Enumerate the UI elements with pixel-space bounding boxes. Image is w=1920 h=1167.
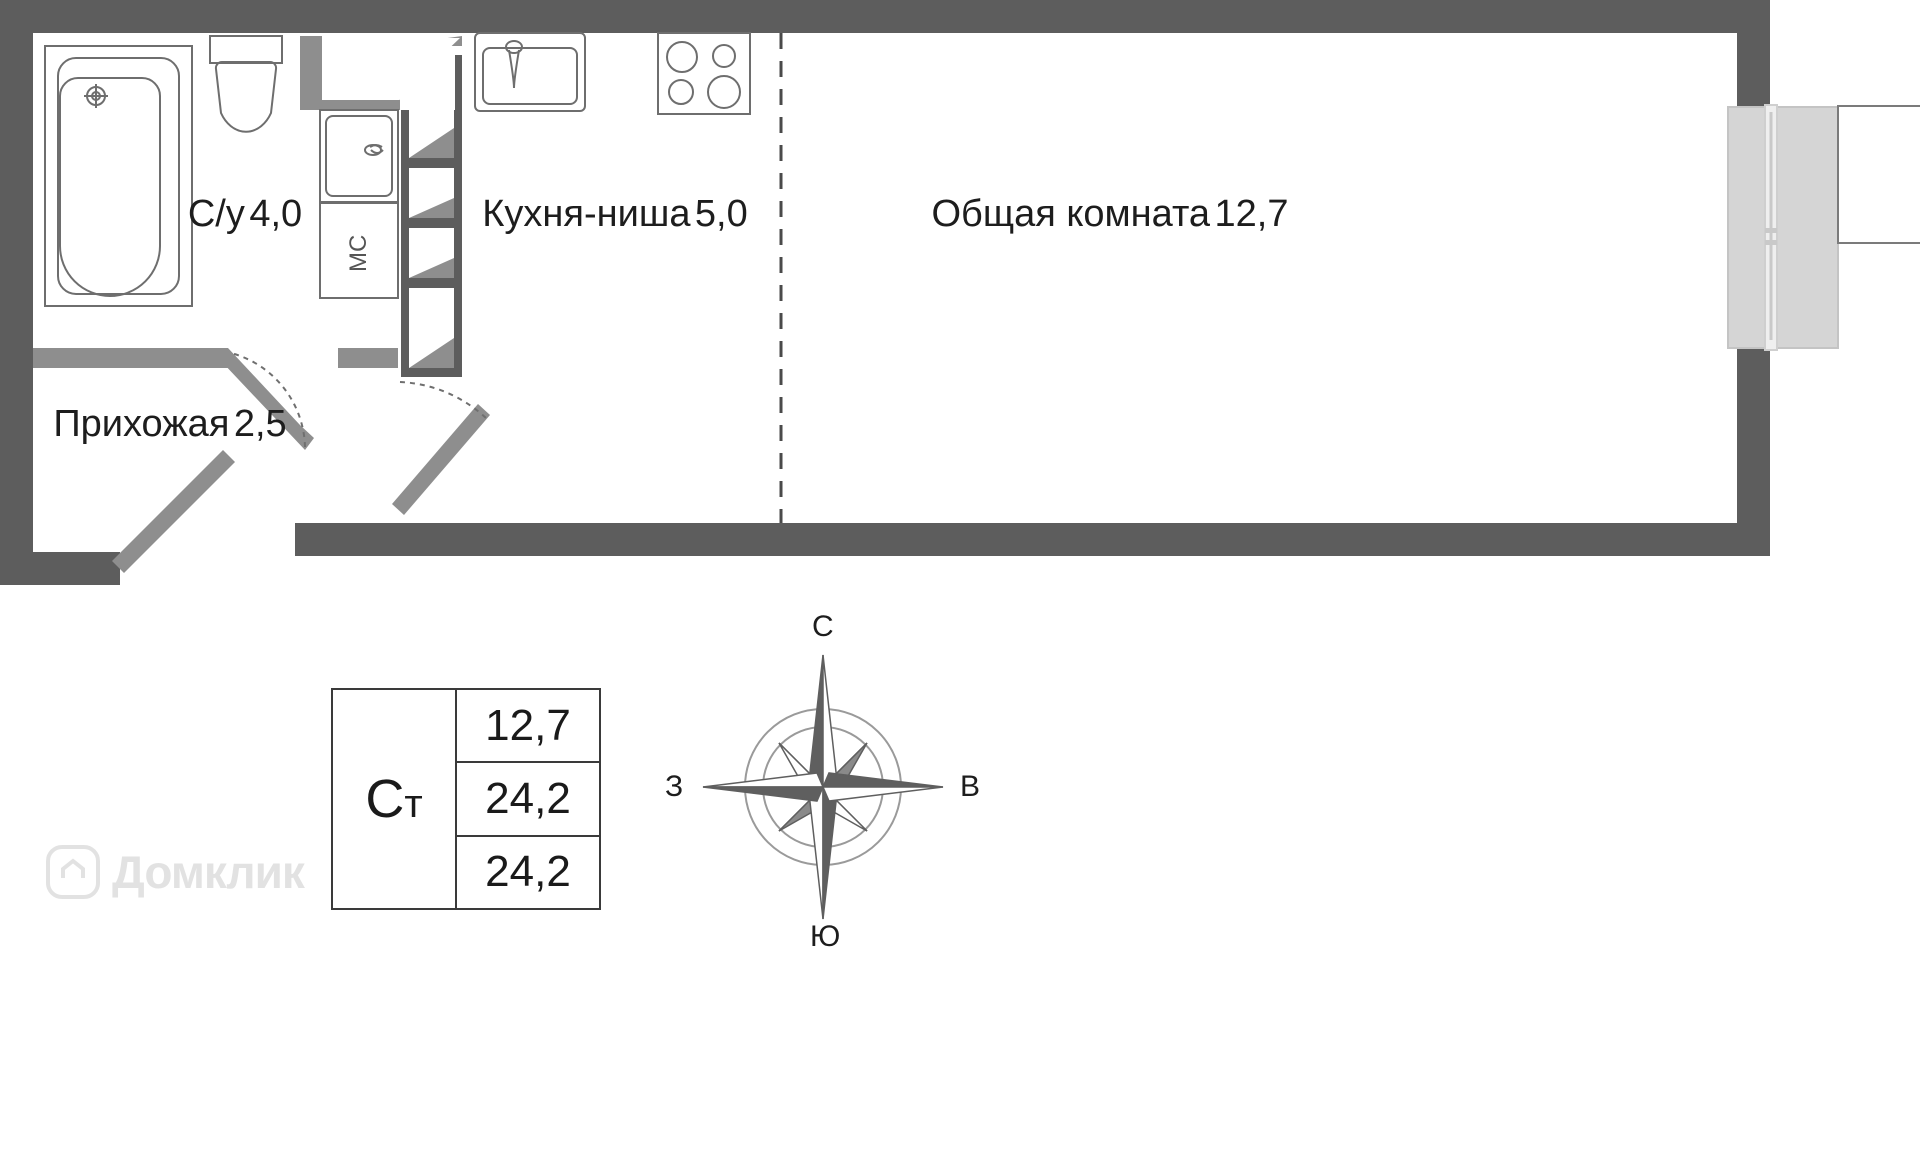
balcony-door-glazing: [1727, 104, 1839, 351]
room-name: С/у: [187, 193, 245, 235]
room-label-kitchen: Кухня-ниша 5,0: [455, 188, 775, 240]
interior-walls: [33, 348, 398, 368]
apartment-type-cell: Ст: [333, 690, 457, 908]
room-label-bathroom: С/у 4,0: [170, 188, 320, 240]
area-total-cell: 24,2: [457, 763, 599, 837]
washing-machine-icon: [319, 202, 399, 299]
kitchen-sink-icon: [474, 32, 586, 112]
room-area: 5,0: [694, 193, 748, 235]
washing-machine-label: МС: [345, 234, 372, 272]
room-area: 12,7: [1214, 193, 1289, 235]
area-values: 12,7 24,2 24,2: [457, 690, 599, 908]
bathroom-door: [222, 348, 314, 450]
kitchen-door: [392, 381, 490, 515]
toilet-icon: [209, 35, 283, 133]
room-label-living: Общая комната 12,7: [925, 188, 1295, 240]
apartment-type-label: Ст: [365, 768, 422, 830]
apartment-type-text: Ст: [365, 769, 423, 829]
compass-rose: [702, 654, 944, 920]
entrance-door: [112, 450, 235, 573]
bathtub-icon: [44, 45, 193, 307]
nook-angle-cover: [322, 38, 460, 100]
area-summary-table: Ст 12,7 24,2 24,2: [331, 688, 601, 910]
compass-label-north: С: [812, 610, 834, 643]
room-name: Кухня-ниша: [482, 193, 691, 235]
walls: [0, 0, 1770, 585]
nook-angle-shade2: [322, 100, 400, 110]
area-usable-cell: 24,2: [485, 847, 571, 897]
room-label-hall: Прихожая 2,5: [30, 398, 310, 450]
balcony-projection: [1837, 105, 1920, 244]
cooktop-icon: [657, 32, 751, 115]
room-area: 2,5: [233, 403, 287, 445]
area-living-cell: 12,7: [457, 690, 599, 764]
compass-label-west: З: [665, 770, 684, 803]
room-name: Прихожая: [53, 403, 230, 445]
compass-label-south: Ю: [810, 920, 841, 953]
room-area: 4,0: [249, 193, 303, 235]
nook-angle-shade: [300, 36, 322, 110]
room-name: Общая комната: [931, 193, 1211, 235]
compass-label-east: В: [960, 770, 981, 803]
